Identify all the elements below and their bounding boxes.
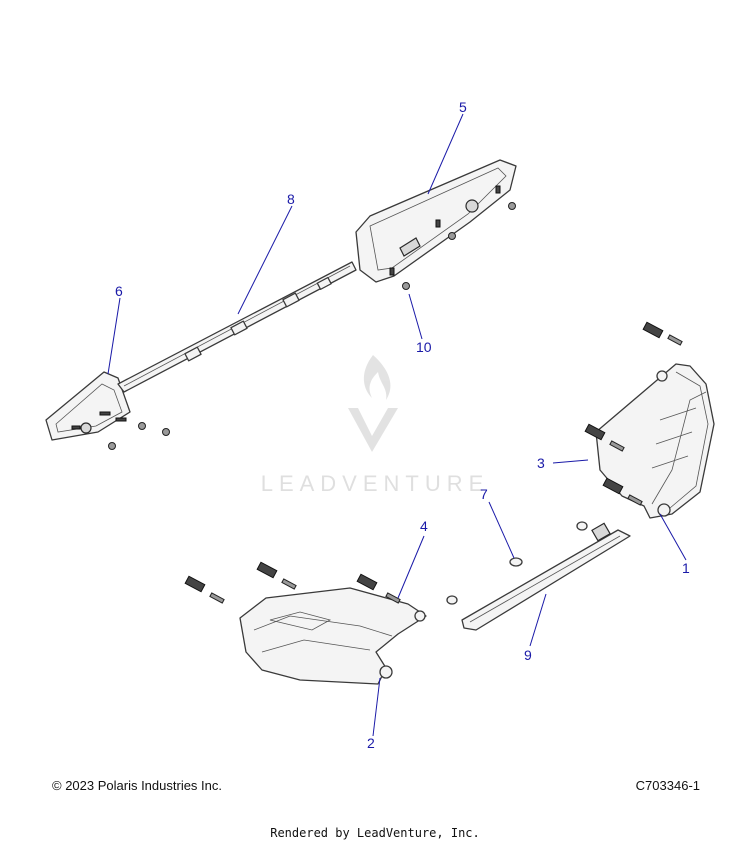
leadventure-watermark: LEADVENTURE bbox=[261, 355, 490, 496]
watermark-v-icon bbox=[348, 408, 398, 452]
callout-3: 3 bbox=[537, 455, 545, 471]
part-5-right-end-cap bbox=[355, 159, 517, 290]
part-8-center-light-strip bbox=[117, 261, 357, 393]
part-1-right-headlight bbox=[595, 363, 715, 519]
watermark-text: LEADVENTURE bbox=[261, 471, 490, 496]
callout-numbers: 1 2 3 4 5 6 7 8 9 10 bbox=[115, 99, 690, 751]
part-9-light-bar-lens bbox=[446, 521, 631, 631]
callout-8: 8 bbox=[287, 191, 295, 207]
callout-7: 7 bbox=[480, 486, 488, 502]
callout-10: 10 bbox=[416, 339, 432, 355]
callout-5: 5 bbox=[459, 99, 467, 115]
callout-9: 9 bbox=[524, 647, 532, 663]
part-4-fasteners bbox=[184, 561, 401, 604]
watermark-flame-icon bbox=[363, 355, 391, 400]
callout-2: 2 bbox=[367, 735, 375, 751]
rendered-by-text: Rendered by LeadVenture, Inc. bbox=[270, 826, 480, 840]
callout-4: 4 bbox=[420, 518, 428, 534]
part-7-grommet bbox=[509, 557, 523, 567]
callout-6: 6 bbox=[115, 283, 123, 299]
copyright-text: © 2023 Polaris Industries Inc. bbox=[52, 778, 222, 793]
callout-leader-lines bbox=[107, 113, 687, 737]
part-2-left-headlight bbox=[239, 587, 427, 685]
part-6-left-end-cap bbox=[45, 371, 170, 450]
part-3-fasteners bbox=[584, 321, 683, 506]
drawing-id: C703346-1 bbox=[635, 778, 700, 793]
callout-1: 1 bbox=[682, 560, 690, 576]
